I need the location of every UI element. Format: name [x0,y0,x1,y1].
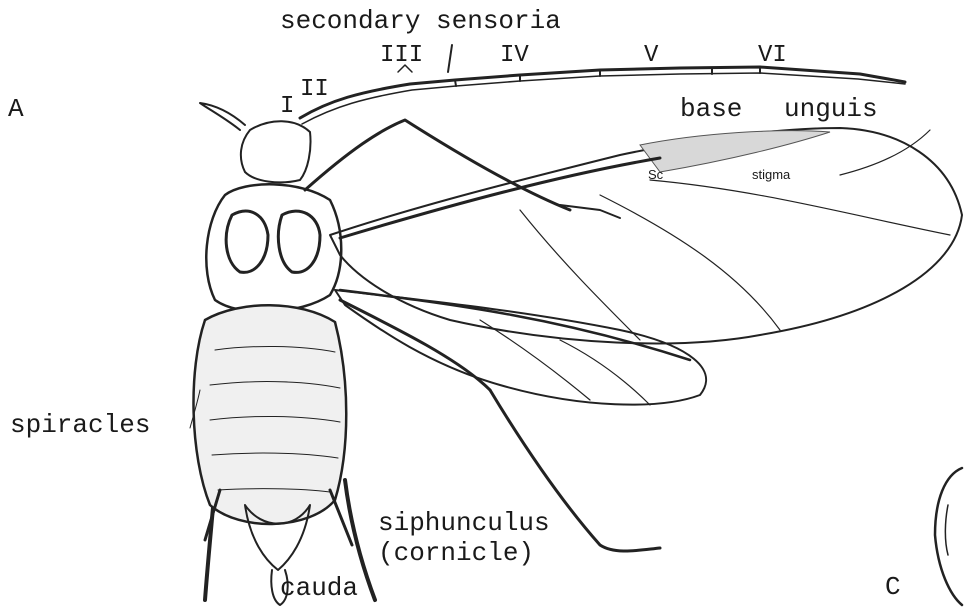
aphid-body [190,121,352,605]
antenna-segment-i-label: I [280,95,294,119]
antenna-segment-ii-label: II [300,78,329,102]
forewing [330,128,962,343]
secondary-sensoria-label: secondary sensoria [280,8,561,34]
cornicle-label: (cornicle) [378,540,534,566]
base-label: base [680,96,742,122]
unguis-label: unguis [784,96,878,122]
cauda-label: cauda [280,575,358,601]
antenna-segment-iv-label: IV [500,44,529,68]
antenna-segment-iii-label: III [380,44,423,68]
antenna-segment-vi-label: VI [758,44,787,68]
hindwing [335,290,706,405]
spiracles-label: spiracles [10,412,150,438]
antenna-segment-v-label: V [644,44,658,68]
panel-label-c: C [885,574,901,600]
sc-label: Sc [648,168,663,181]
stigma-label: stigma [752,168,790,181]
panel-c-fragment [935,468,962,605]
panel-label-a: A [8,96,24,122]
siphunculus-label: siphunculus [378,510,550,536]
